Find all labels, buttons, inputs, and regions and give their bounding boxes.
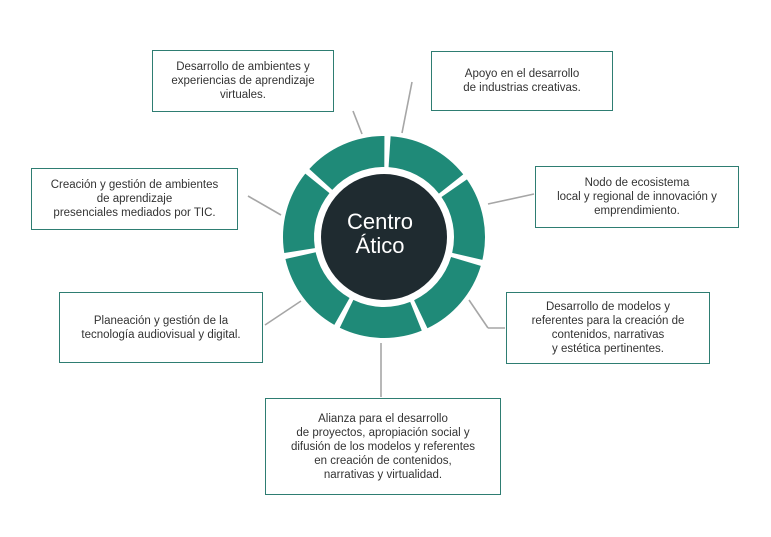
ring-segment (285, 252, 350, 325)
ring-segment (441, 179, 485, 260)
connectors (247, 81, 535, 397)
box-virtual-learning-text: Desarrollo de ambientes y experiencias d… (171, 61, 315, 101)
box-project-alliance-text: Alianza para el desarrollo de proyectos,… (290, 412, 476, 481)
connector-creative-industries (401, 81, 413, 134)
box-models-references: Desarrollo de modelos y referentes para … (506, 292, 710, 364)
ring-segment (309, 136, 385, 190)
center-label: Centro Ático (346, 209, 414, 258)
box-project-alliance: Alianza para el desarrollo de proyectos,… (265, 398, 501, 495)
box-audiovisual-planning-text: Planeación y gestión de la tecnología au… (81, 314, 241, 341)
box-innovation-node-text: Nodo de ecosistema local y regional de i… (557, 177, 717, 217)
box-ict-environments: Creación y gestión de ambientes de apren… (31, 168, 238, 230)
box-creative-industries-text: Apoyo en el desarrollo de industrias cre… (463, 68, 581, 94)
connector-models-references (468, 299, 489, 329)
box-ict-environments-text: Creación y gestión de ambientes de apren… (50, 179, 219, 219)
ring-segment (414, 257, 481, 329)
connector-ict-environments (247, 195, 282, 216)
box-innovation-node: Nodo de ecosistema local y regional de i… (535, 166, 739, 228)
box-virtual-learning: Desarrollo de ambientes y experiencias d… (152, 50, 334, 112)
ring-segment (339, 299, 422, 338)
ring-segment (283, 173, 330, 253)
ring (283, 136, 485, 338)
connector-innovation-node (487, 193, 535, 205)
center-circle (321, 174, 447, 300)
connector-virtual-learning (352, 110, 363, 135)
ring-segment (388, 136, 464, 194)
box-creative-industries: Apoyo en el desarrollo de industrias cre… (431, 51, 613, 111)
box-models-references-text: Desarrollo de modelos y referentes para … (531, 301, 685, 355)
connector-audiovisual-planning (264, 300, 302, 326)
box-audiovisual-planning: Planeación y gestión de la tecnología au… (59, 292, 263, 363)
